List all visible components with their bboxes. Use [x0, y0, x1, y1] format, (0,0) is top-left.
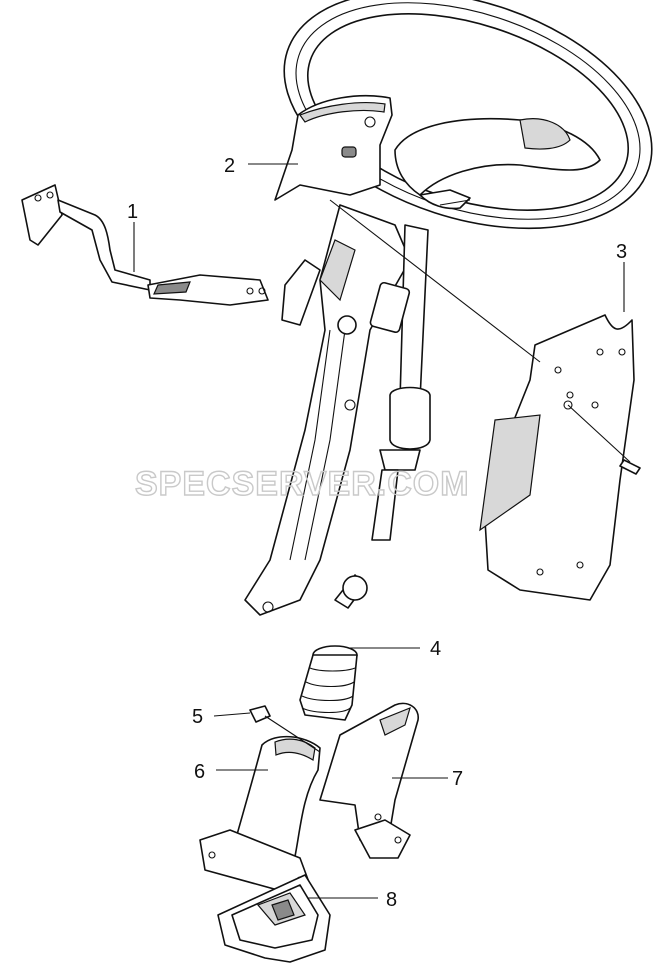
part-2-upper-shroud — [274, 95, 393, 201]
part-6-lower-shroud — [199, 735, 321, 893]
watermark-text: SPECSERVER.COM — [135, 465, 470, 503]
leader-5b — [264, 715, 321, 753]
leader-3b — [329, 199, 541, 363]
leader-5 — [213, 712, 251, 717]
column-support-bracket — [244, 204, 411, 616]
steering-shaft — [337, 224, 431, 601]
callout-1: 1 — [127, 201, 138, 223]
callout-2: 2 — [224, 155, 235, 177]
part-5-clip — [249, 705, 271, 723]
callout-6: 6 — [194, 761, 205, 783]
callout-5: 5 — [192, 706, 203, 728]
callout-3: 3 — [616, 241, 627, 263]
leader-3c — [567, 404, 631, 463]
part-7-lower-shroud — [319, 702, 419, 859]
leader-lines — [133, 163, 631, 899]
callout-4: 4 — [430, 638, 441, 660]
part-8-floor-seal — [217, 874, 331, 963]
callout-8: 8 — [386, 889, 397, 911]
part-1-lever — [21, 184, 269, 306]
callout-7: 7 — [452, 768, 463, 790]
part-4-bellows-boot — [299, 645, 358, 721]
part-3-column-cover — [479, 314, 641, 601]
